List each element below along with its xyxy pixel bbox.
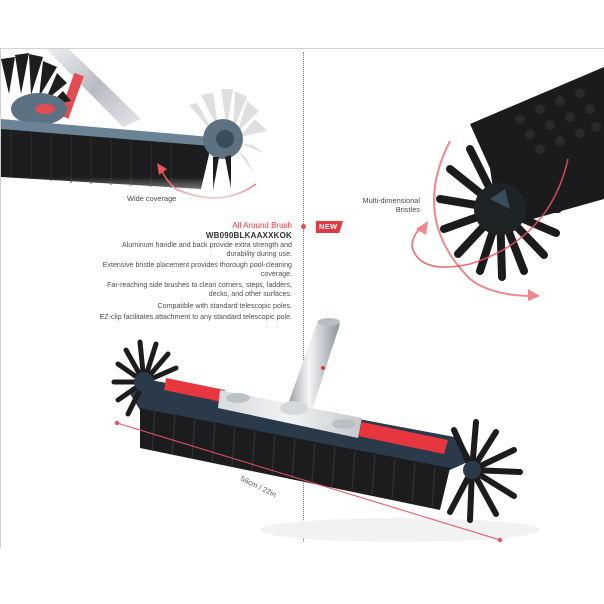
bristles-panel: Multi-dimensional Bristles — [340, 49, 604, 309]
feature-item: Extensive bristle placement provides tho… — [102, 261, 292, 278]
full-brush-panel — [100, 310, 540, 550]
feature-item: Far-reaching side brushes to clean corne… — [107, 281, 292, 298]
wide-coverage-illustration — [1, 49, 301, 209]
divider-node — [301, 224, 306, 229]
bristles-caption-line1: Multi-dimensional — [362, 196, 420, 205]
dotted-divider — [303, 52, 304, 542]
product-info: All Around Brush WB090BLKAAXXKOK Aluminu… — [42, 221, 292, 322]
bristles-caption: Multi-dimensional Bristles — [350, 196, 420, 214]
wide-coverage-caption: Wide coverage — [127, 194, 177, 203]
feature-item: Compatible with standard telescopic pole… — [157, 301, 292, 310]
bristles-illustration — [411, 67, 604, 301]
feature-item: EZ-clip facilitates attachment to any st… — [99, 313, 292, 322]
new-badge: NEW — [316, 221, 343, 233]
wide-coverage-panel: Wide coverage — [1, 49, 301, 209]
image-frame — [0, 48, 604, 548]
product-name: All Around Brush — [232, 221, 292, 230]
full-brush-illustration — [111, 318, 540, 543]
bristles-caption-line2: Bristles — [395, 205, 420, 214]
feature-item: Aluminum handle and back provide extra s… — [122, 241, 292, 258]
product-sku: WB090BLKAAXXKOK — [205, 231, 292, 240]
